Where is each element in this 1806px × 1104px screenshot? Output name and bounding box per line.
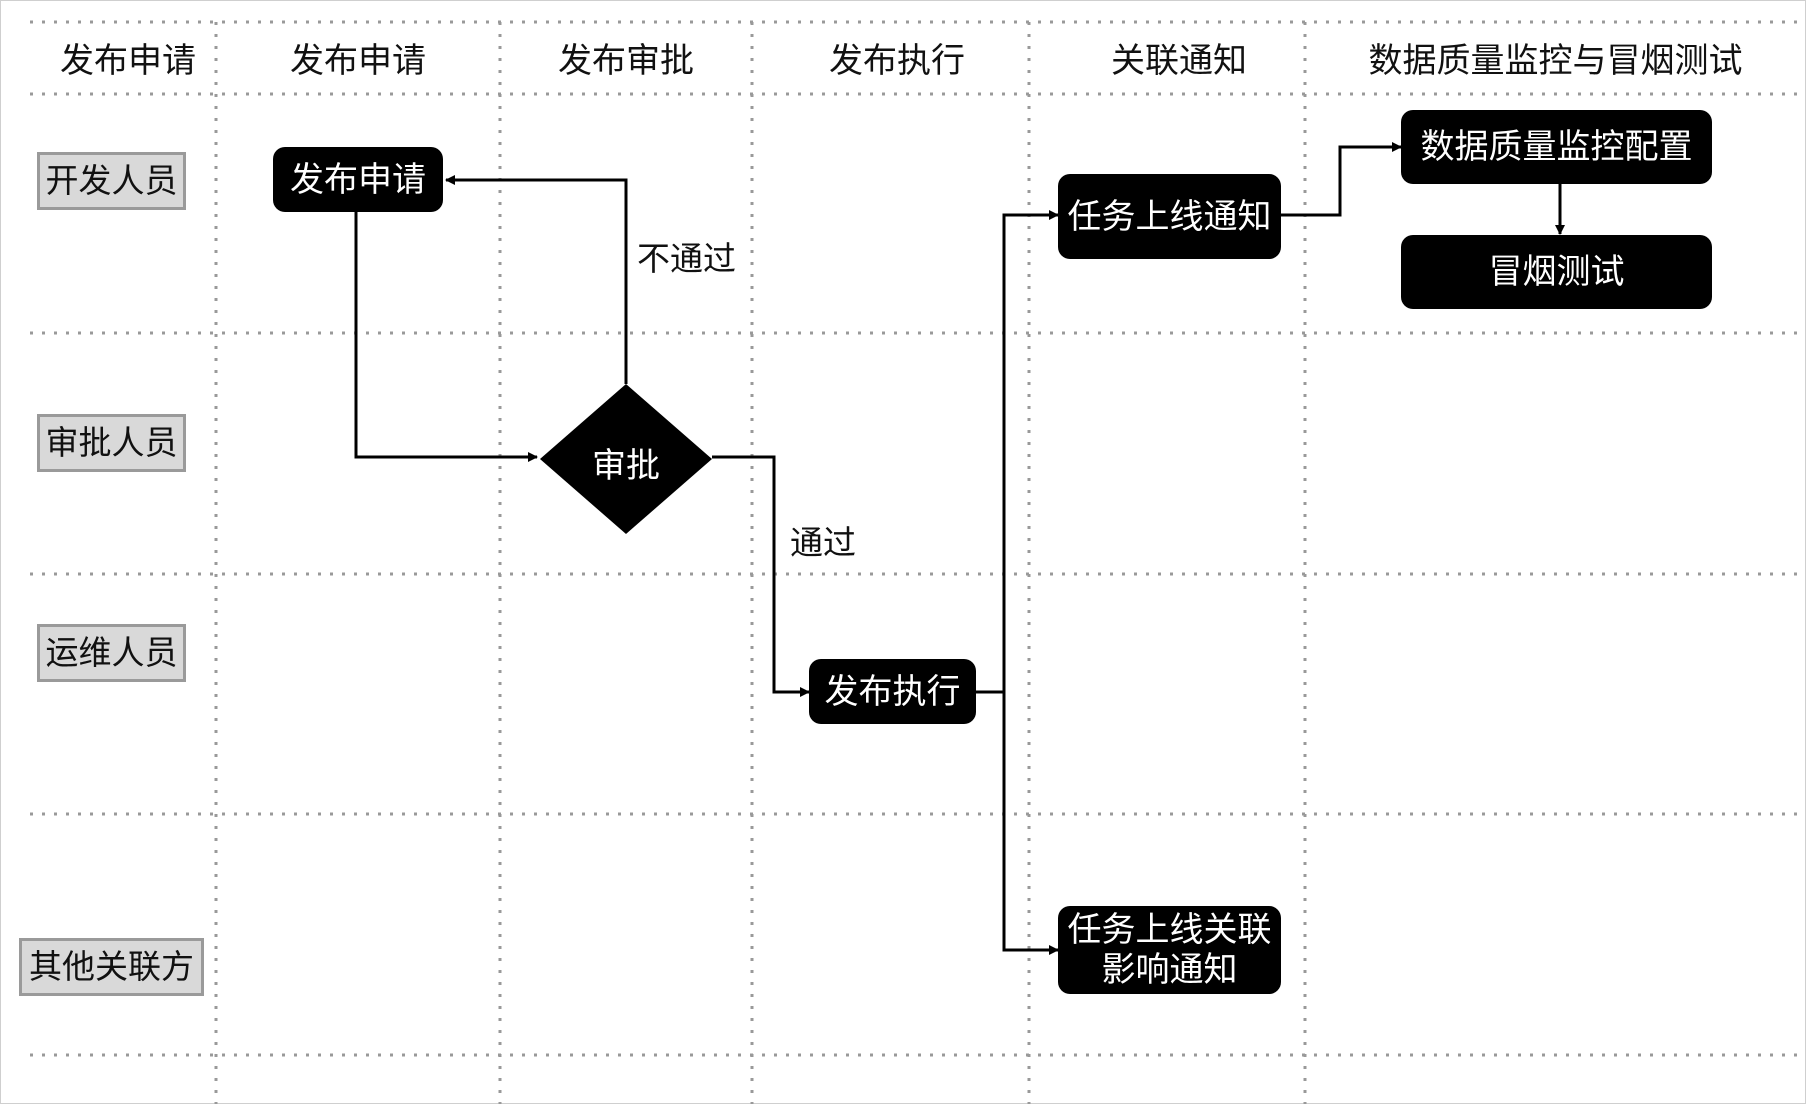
- column-header-4: 发布执行: [829, 41, 965, 81]
- edge-reject-to-request: [445, 175, 628, 384]
- node-approval-label: 审批: [592, 446, 660, 486]
- column-header-6: 数据质量监控与冒烟测试: [1368, 41, 1743, 81]
- node-submit-request: 发布申请: [273, 147, 443, 212]
- edge-pass-to-execute: [712, 455, 810, 697]
- column-header-1: 发布申请: [60, 41, 196, 81]
- column-header-3: 发布审批: [558, 41, 694, 81]
- edge-to-impact-notice: [1002, 692, 1059, 955]
- lane-label-other-parties: 其他关联方: [19, 938, 204, 996]
- edge-label-pass: 通过: [790, 523, 856, 562]
- node-task-online-notice: 任务上线通知: [1058, 174, 1281, 259]
- column-header-5: 关联通知: [1111, 41, 1247, 81]
- node-task-online-notice-label: 任务上线通知: [1067, 196, 1272, 237]
- node-smoke-test-label: 冒烟测试: [1488, 252, 1625, 292]
- edge-notice-to-dq-config: [1281, 142, 1402, 217]
- edge-label-reject: 不通过: [637, 239, 736, 278]
- column-header-2: 发布申请: [290, 41, 426, 81]
- edge-to-task-notice: [1002, 210, 1059, 692]
- node-impact-notice-label: 任务上线关联 影响通知: [1067, 910, 1272, 990]
- node-dq-monitor-config: 数据质量监控配置: [1401, 110, 1712, 184]
- node-dq-monitor-config-label: 数据质量监控配置: [1420, 127, 1693, 167]
- edge-request-to-approval: [354, 211, 538, 462]
- node-execute-release-label: 发布执行: [824, 671, 961, 712]
- approval-diamond: [540, 384, 712, 534]
- node-execute-release: 发布执行: [809, 659, 976, 724]
- node-impact-notice: 任务上线关联 影响通知: [1058, 906, 1281, 994]
- lane-label-ops: 运维人员: [37, 624, 186, 682]
- lane-label-approver: 审批人员: [37, 414, 186, 472]
- node-smoke-test: 冒烟测试: [1401, 235, 1712, 309]
- lane-label-developer: 开发人员: [37, 152, 186, 210]
- node-submit-request-label: 发布申请: [290, 159, 426, 200]
